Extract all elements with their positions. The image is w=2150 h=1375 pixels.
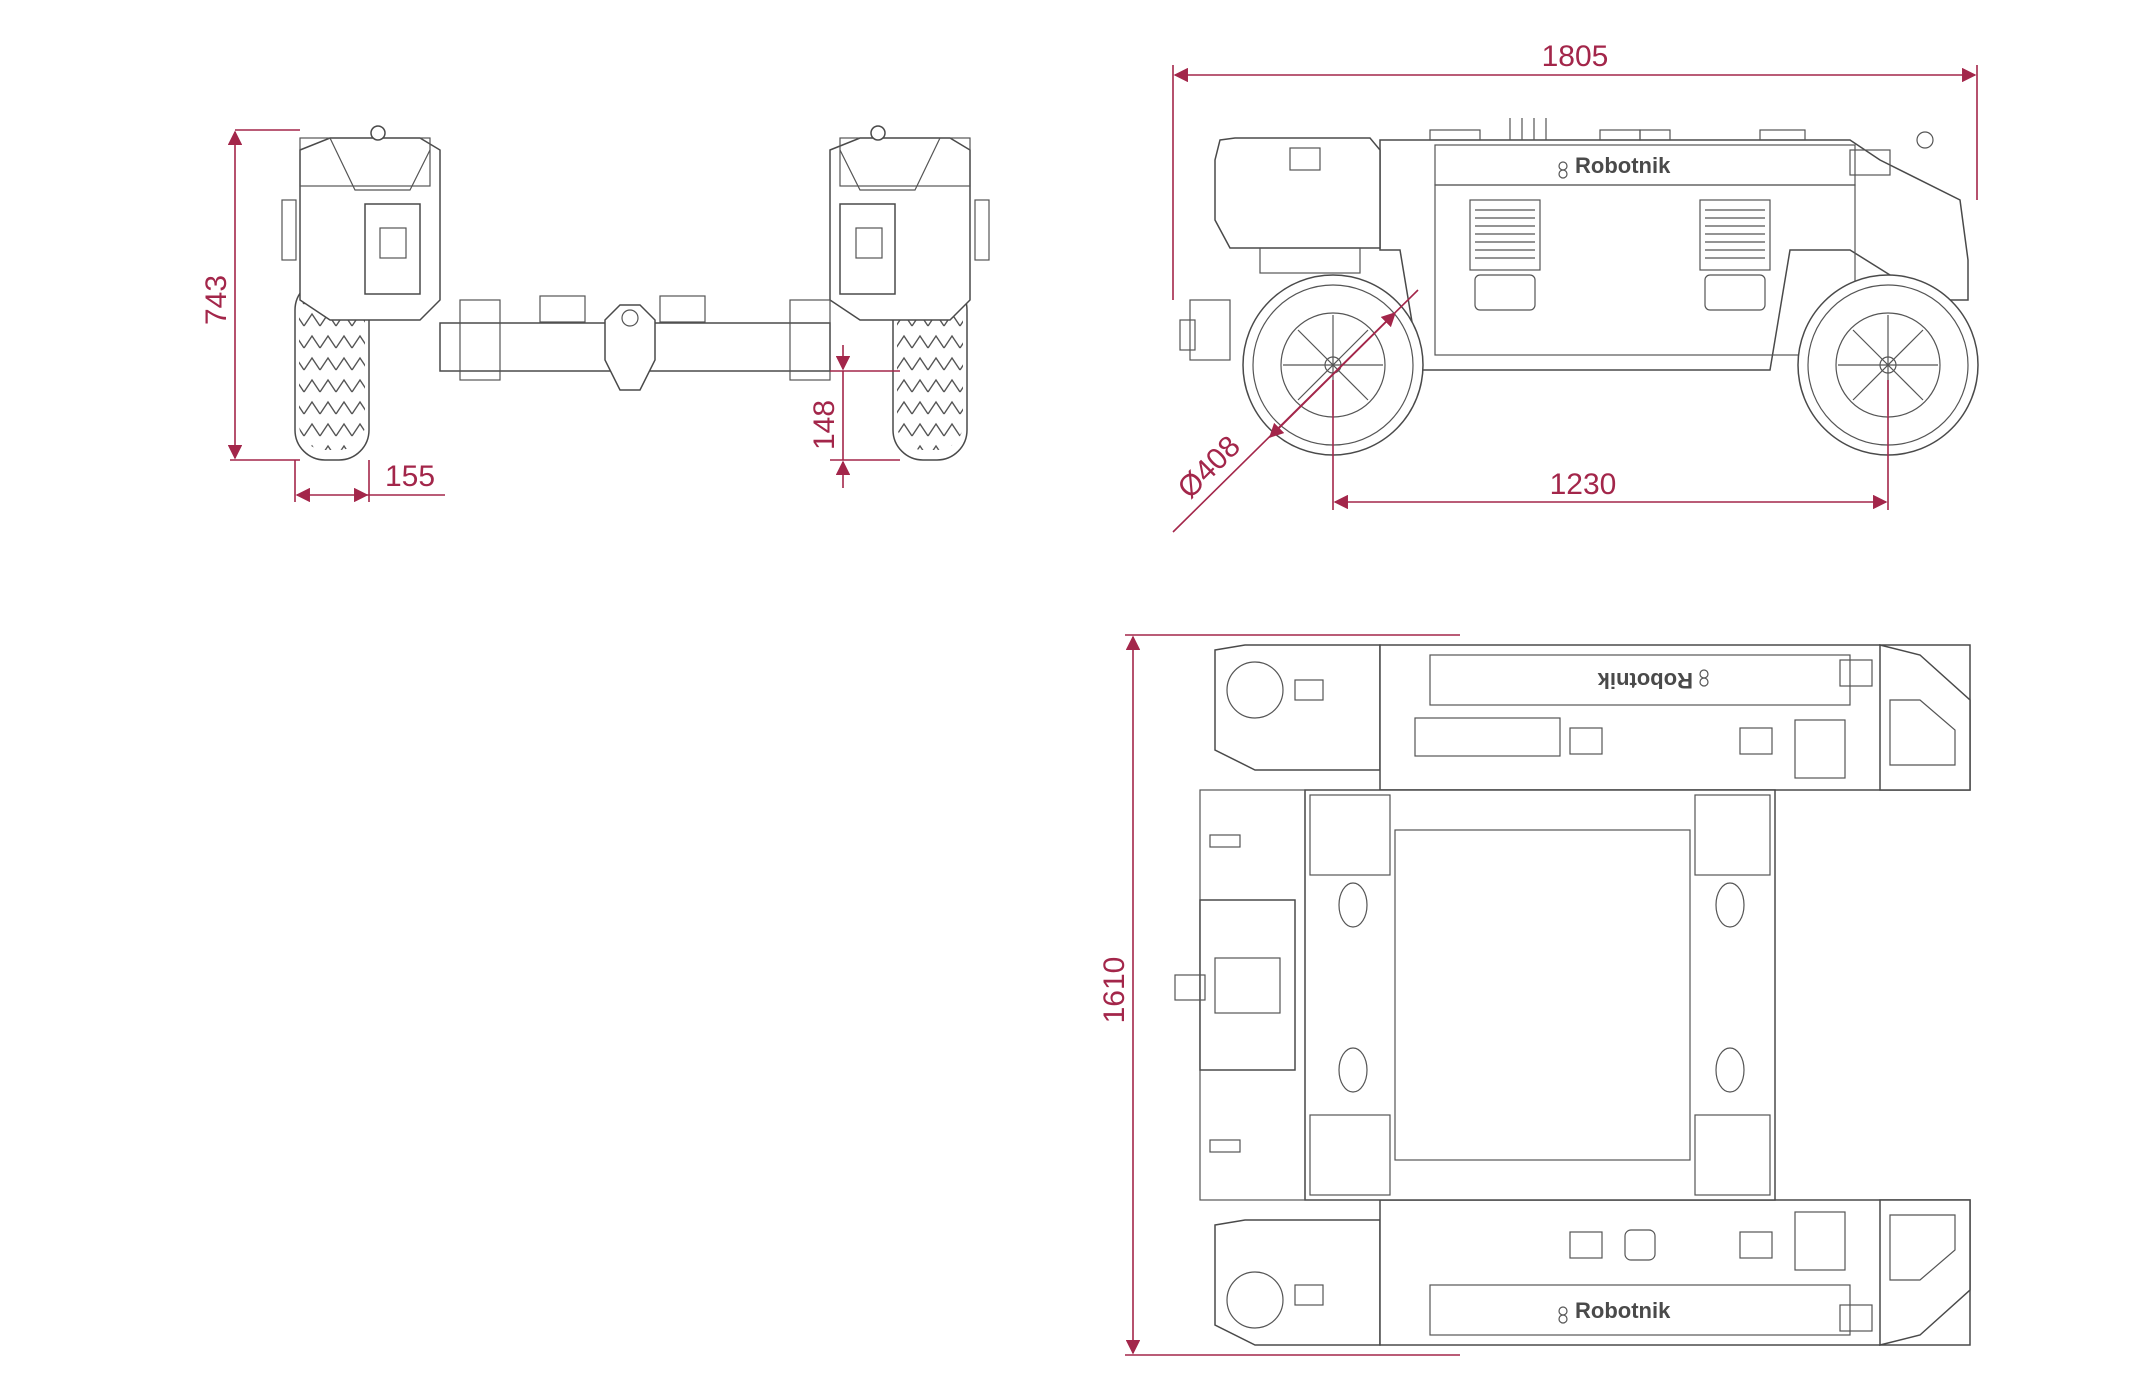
front-view: 743 155 148: [200, 125, 990, 503]
top-logo-upper: Robotnik: [1597, 668, 1693, 693]
side-logo: Robotnik: [1575, 153, 1671, 178]
ground-clearance-dimension: 148: [808, 400, 841, 450]
overall-length-dimension: 1805: [1542, 40, 1609, 73]
side-view: Robotnik: [1172, 40, 1979, 533]
wheel-width-dimension: 155: [385, 460, 435, 493]
top-view: Robotnik Robotnik: [1098, 634, 1971, 1356]
front-height-dimension: 743: [200, 275, 233, 325]
overall-width-dimension: 1610: [1098, 957, 1131, 1024]
wheelbase-dimension: 1230: [1550, 468, 1617, 501]
wheel-diameter-dimension: Ø408: [1172, 430, 1247, 505]
top-logo-lower: Robotnik: [1575, 1298, 1671, 1323]
